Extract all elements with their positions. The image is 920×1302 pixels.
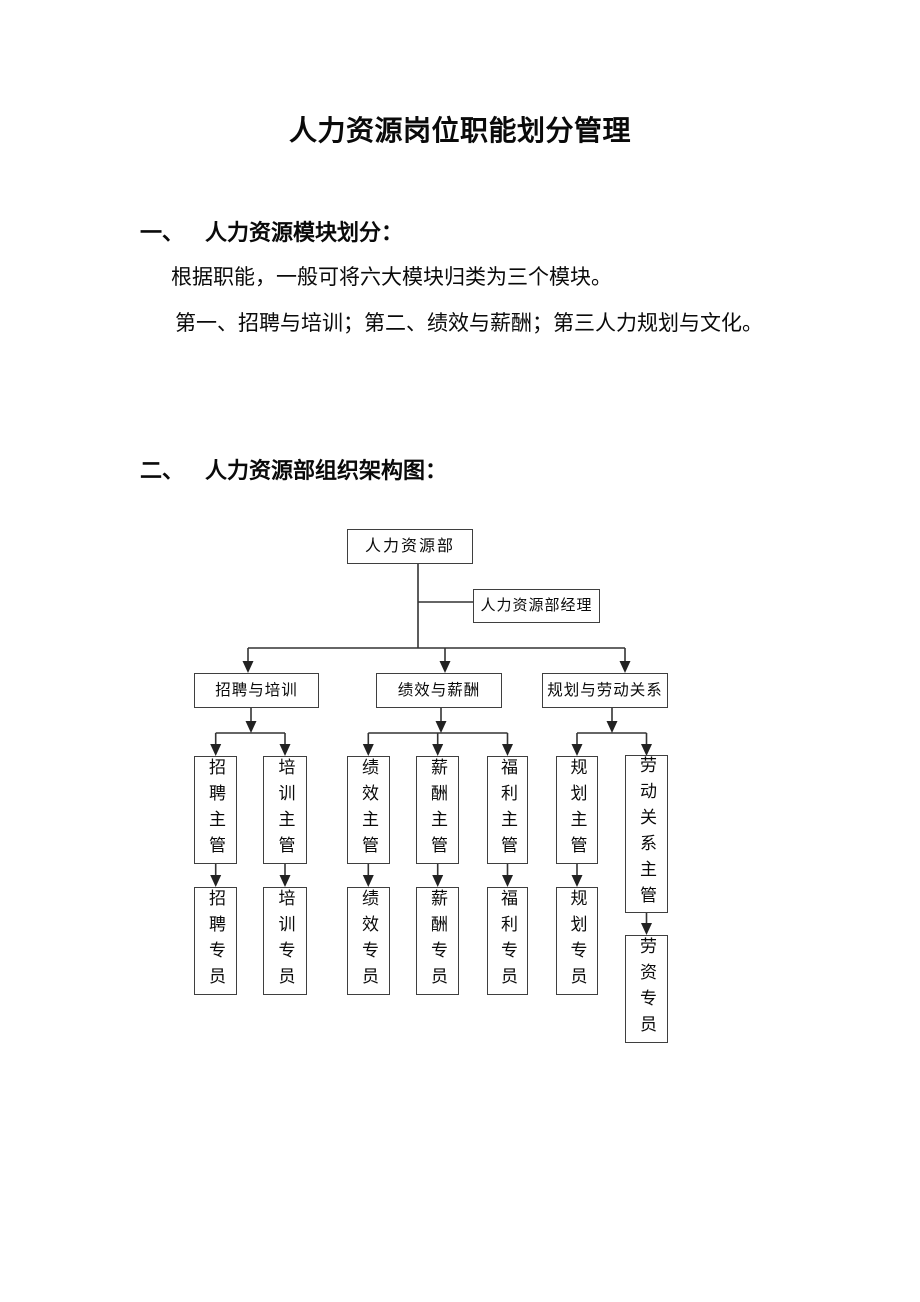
org-node-compensation-supervisor: 薪酬主管 xyxy=(416,756,459,864)
section-1-marker: 一、 xyxy=(140,220,185,245)
org-node-labor-wage-specialist: 劳资专员 xyxy=(625,935,668,1043)
paragraph: 第一、招聘与培训；第二、绩效与薪酬；第三人力规划与文化。 xyxy=(175,311,763,335)
org-node-performance-supervisor: 绩效主管 xyxy=(347,756,390,864)
section-2-title: 人力资源部组织架构图： xyxy=(205,458,448,483)
section-2-marker: 二、 xyxy=(140,458,185,483)
org-node-training-specialist: 培训专员 xyxy=(263,887,307,995)
org-node-branch-planning-labor: 规划与劳动关系 xyxy=(542,673,668,708)
org-node-hr-manager: 人力资源部经理 xyxy=(473,589,600,623)
page-title: 人力资源岗位职能划分管理 xyxy=(288,116,631,147)
paragraph: 根据职能，一般可将六大模块归类为三个模块。 xyxy=(171,265,612,289)
org-node-branch-performance-compensation: 绩效与薪酬 xyxy=(376,673,502,708)
section-1-title: 人力资源模块划分： xyxy=(205,220,404,245)
org-node-branch-recruit-training: 招聘与培训 xyxy=(194,673,319,708)
org-node-recruit-supervisor: 招聘主管 xyxy=(194,756,237,864)
org-node-compensation-specialist: 薪酬专员 xyxy=(416,887,459,995)
org-node-planning-specialist: 规划专员 xyxy=(556,887,598,995)
org-node-labor-relations-supervisor: 劳动关系主管 xyxy=(625,755,668,913)
org-node-training-supervisor: 培训主管 xyxy=(263,756,307,864)
org-node-welfare-supervisor: 福利主管 xyxy=(487,756,528,864)
org-node-planning-supervisor: 规划主管 xyxy=(556,756,598,864)
org-node-welfare-specialist: 福利专员 xyxy=(487,887,528,995)
org-node-hr-department: 人力资源部 xyxy=(347,529,473,564)
org-node-recruit-specialist: 招聘专员 xyxy=(194,887,237,995)
org-node-performance-specialist: 绩效专员 xyxy=(347,887,390,995)
